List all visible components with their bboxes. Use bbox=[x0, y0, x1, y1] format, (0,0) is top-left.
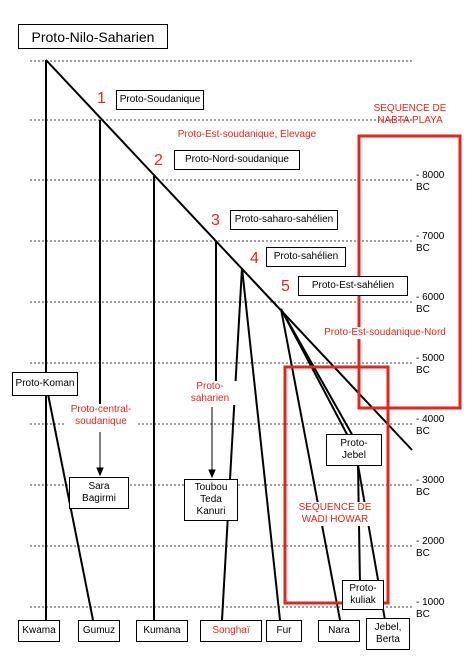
node-proto-saharo-sahelien: Proto-saharo-sahélien bbox=[230, 210, 338, 230]
node-number-5: 5 bbox=[281, 278, 290, 295]
annotation-est-soudanique-elevage: Proto-Est-soudanique, Elevage bbox=[174, 129, 320, 141]
timeline-label: - 2000 BC bbox=[416, 536, 445, 559]
label-nabta-playa: SEQUENCE DE NABTA PLAYA bbox=[373, 103, 447, 126]
node-proto-saharien: Proto- saharien bbox=[180, 381, 240, 405]
wadi-howar-frame bbox=[283, 365, 390, 605]
leaf-fur: Fur bbox=[266, 620, 302, 642]
timeline-label: - 6000 BC bbox=[416, 292, 445, 315]
node-proto-est-sahelien: Proto-Est-sahélien bbox=[298, 276, 408, 296]
leaf-jebel-berta: Jebel, Berta bbox=[366, 618, 410, 650]
annotation-est-soudanique-nord: Proto-Est-soudanique-Nord bbox=[322, 327, 448, 339]
node-proto-jebel: Proto- Jebel bbox=[326, 434, 382, 466]
node-proto-central-soudanique: Proto-central- soudanique bbox=[64, 404, 138, 428]
node-number-2: 2 bbox=[154, 152, 163, 169]
node-proto-soudanique: Proto-Soudanique bbox=[116, 90, 204, 110]
node-proto-koman: Proto-Koman bbox=[12, 372, 78, 396]
node-proto-sahelien: Proto-sahélien bbox=[266, 247, 346, 267]
node-proto-kuliak: Proto- kuliak bbox=[342, 580, 384, 610]
node-proto-nord-soudanique: Proto-Nord-soudanique bbox=[174, 150, 300, 170]
leaf-nara: Nara bbox=[318, 620, 360, 642]
node-number-4: 4 bbox=[250, 250, 259, 267]
descent-arrows bbox=[96, 407, 216, 479]
timeline-label: - 4000 BC bbox=[416, 414, 445, 437]
timeline-label: - 3000 BC bbox=[416, 475, 445, 498]
leaf-kwama: Kwama bbox=[18, 620, 60, 642]
sequence-frames bbox=[283, 134, 462, 605]
node-number-3: 3 bbox=[211, 212, 220, 229]
leaf-gumuz: Gumuz bbox=[78, 620, 120, 642]
timeline-label: - 1000 BC bbox=[416, 597, 445, 620]
label-wadi-howar: SEQUENCE DE WADI HOWAR bbox=[290, 502, 380, 526]
node-number-1: 1 bbox=[97, 90, 106, 107]
timeline-label: - 7000 BC bbox=[416, 231, 445, 254]
node-sara-bagirmi: Sara Bagirmi bbox=[69, 477, 129, 509]
node-toubou-teda-kanuri: Toubou Teda Kanuri bbox=[184, 479, 238, 521]
diagram-title: Proto-Nilo-Saharien bbox=[18, 24, 168, 49]
nabta-playa-frame bbox=[357, 134, 462, 410]
leaf-songhai: Songhaï bbox=[200, 620, 262, 642]
tree-branches bbox=[45, 59, 413, 621]
timeline-label: - 5000 BC bbox=[416, 353, 445, 376]
timeline-label: - 8000 BC bbox=[416, 170, 445, 193]
leaf-kumana: Kumana bbox=[136, 620, 188, 642]
